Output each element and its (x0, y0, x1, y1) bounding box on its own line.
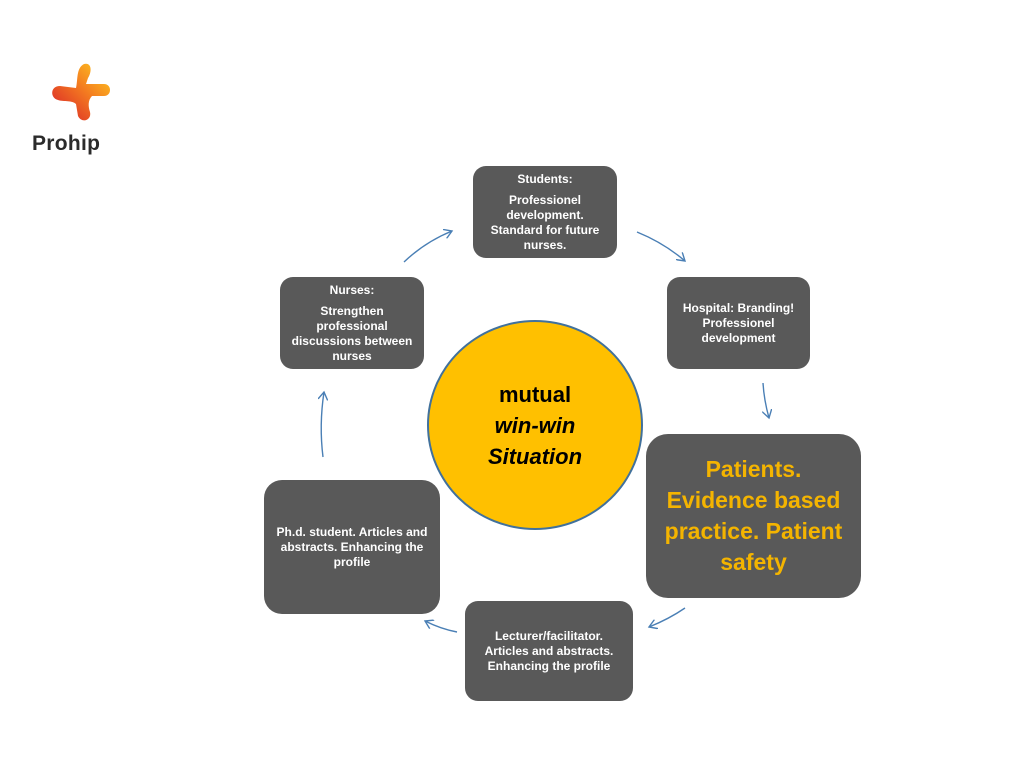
node-students-head: Students: (517, 171, 573, 186)
center-line2: win-win (494, 412, 576, 438)
node-nurses: Nurses: Strengthen professional discussi… (280, 277, 424, 369)
node-patients-body: Patients. Evidence based practice. Patie… (664, 456, 843, 575)
node-nurses-body: Strengthen professional discussions betw… (291, 303, 413, 363)
arrow-students-to-hospital (636, 231, 685, 261)
node-nurses-head: Nurses: (329, 282, 375, 297)
center-line3: Situation (487, 443, 583, 469)
arrow-phd-to-nurses (321, 392, 324, 458)
arrow-patients-to-lecturer (649, 607, 686, 627)
center-circle: mutual win-win Situation (427, 320, 643, 530)
node-students: Students: Professionel development. Stan… (473, 166, 617, 258)
node-lecturer: Lecturer/facilitator. Articles and abstr… (465, 601, 633, 701)
prohip-logo: Prohip (28, 58, 138, 158)
arrow-hospital-to-patients (763, 382, 769, 418)
prohip-cross-logo-icon (52, 63, 110, 121)
node-hospital-body: Hospital: Branding! Professionel develop… (682, 300, 795, 345)
center-line1: mutual (498, 381, 572, 407)
node-lecturer-body: Lecturer/facilitator. Articles and abstr… (484, 628, 614, 673)
logo-text: Prohip (32, 132, 101, 155)
node-patients: Patients. Evidence based practice. Patie… (646, 434, 861, 598)
node-students-body: Professionel development. Standard for f… (490, 192, 600, 252)
node-phd-body: Ph.d. student. Articles and abstracts. E… (276, 524, 428, 569)
node-phd: Ph.d. student. Articles and abstracts. E… (264, 480, 440, 614)
arrow-nurses-to-students (403, 231, 452, 263)
arrow-lecturer-to-phd (425, 621, 458, 633)
node-hospital: Hospital: Branding! Professionel develop… (667, 277, 810, 369)
